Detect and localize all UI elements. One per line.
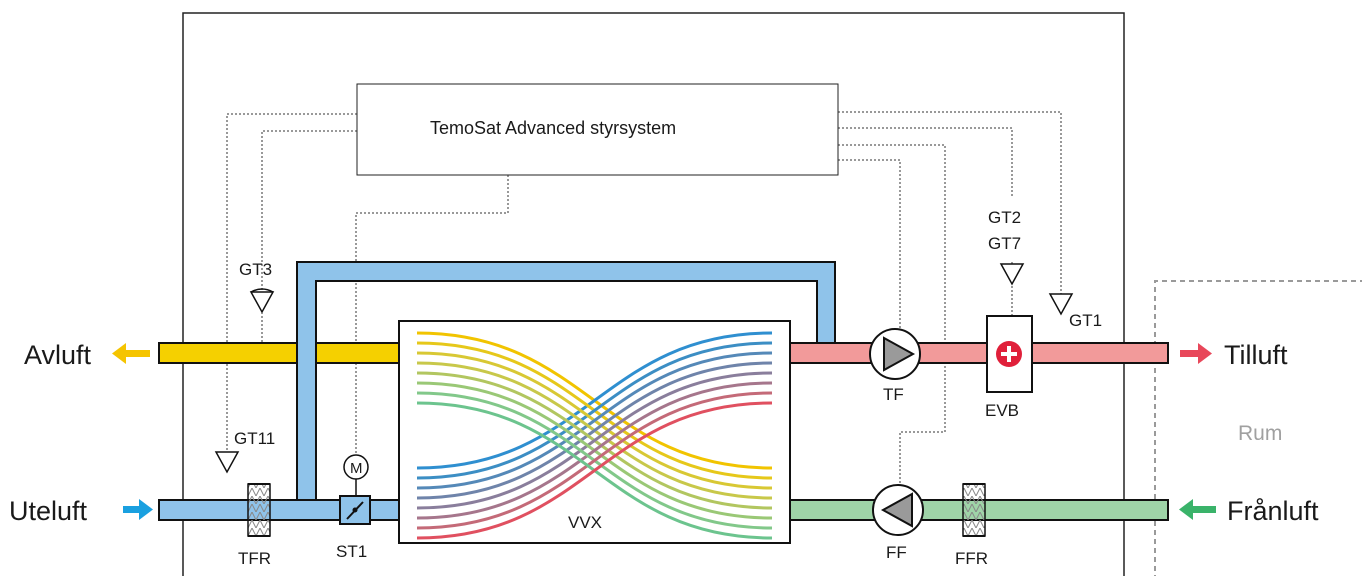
sensor-gt2-gt7-icon xyxy=(999,263,1025,286)
ffr-label: FFR xyxy=(955,549,988,568)
room-boundary xyxy=(1154,280,1362,576)
sensor-gt3-icon xyxy=(249,288,275,314)
gt11-label: GT11 xyxy=(234,429,275,448)
damper-icon xyxy=(339,495,371,525)
controller-box xyxy=(356,83,839,176)
vvx-label: VVX xyxy=(568,513,602,532)
exchanger-curve xyxy=(416,381,773,520)
extract-fan-icon xyxy=(872,484,924,536)
exchanger-curve xyxy=(416,361,773,500)
exchanger-curve xyxy=(416,331,773,470)
outdoor-arrow-icon xyxy=(123,499,153,520)
exchanger-curve xyxy=(416,391,773,530)
motor-icon xyxy=(343,454,369,496)
tfr-label: TFR xyxy=(238,549,271,568)
unit-enclosure xyxy=(182,12,1125,576)
heater-icon xyxy=(986,315,1033,393)
supply-filter-icon xyxy=(247,483,271,537)
exhaust-arrow-icon xyxy=(112,343,150,364)
exhaust-label: Avluft xyxy=(24,340,92,370)
sensor-gt11-icon xyxy=(214,451,240,474)
extract-arrow-icon xyxy=(1179,499,1216,520)
exchanger-curve xyxy=(416,351,773,490)
gt2-label: GT2 xyxy=(988,208,1021,227)
outdoor-label: Uteluft xyxy=(9,496,88,526)
exchanger-curve xyxy=(416,371,773,510)
exchanger-curve xyxy=(416,341,773,480)
st1-label: ST1 xyxy=(336,542,367,561)
supply-arrow-icon xyxy=(1180,343,1212,364)
exchanger-curve xyxy=(416,401,773,540)
room-label: Rum xyxy=(1238,422,1282,445)
heat-exchanger-curves xyxy=(416,331,773,540)
gt7-label: GT7 xyxy=(988,234,1021,253)
tf-label: TF xyxy=(883,385,904,404)
gt3-label: GT3 xyxy=(239,260,272,279)
extract-filter-icon xyxy=(962,483,986,537)
sensor-gt1-icon xyxy=(1048,293,1074,316)
bypass-duct xyxy=(296,261,836,501)
supply-duct xyxy=(789,342,1169,364)
supply-fan-icon xyxy=(869,328,921,380)
ff-label: FF xyxy=(886,543,907,562)
motor-label: M xyxy=(350,460,363,477)
evb-label: EVB xyxy=(985,401,1019,420)
gt1-label: GT1 xyxy=(1069,311,1102,330)
supply-label: Tilluft xyxy=(1224,340,1288,370)
controller-label: TemoSat Advanced styrsystem xyxy=(430,118,676,138)
extract-label: Frånluft xyxy=(1227,496,1319,526)
exhaust-duct xyxy=(158,342,400,364)
